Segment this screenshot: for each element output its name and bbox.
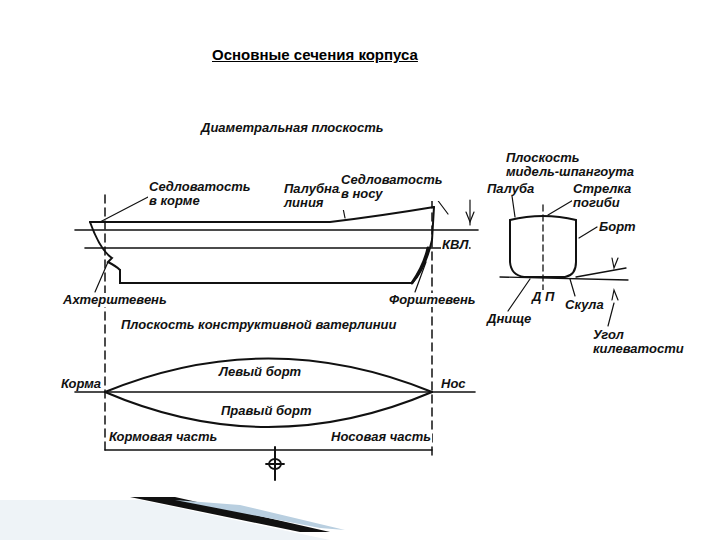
part-label: Ахтерштевень xyxy=(62,293,168,307)
part-label: Д П xyxy=(531,290,555,304)
part-label: Стрелка погиби xyxy=(572,182,649,210)
part-label: Палуба xyxy=(486,182,535,196)
part-label: Плоскость конструктивной ватерлинии xyxy=(120,318,397,332)
part-label: Кормовая часть xyxy=(108,430,218,444)
part-label: Носовая часть xyxy=(330,430,432,444)
slide-title: Основные сечения корпуса xyxy=(212,46,418,63)
part-label: КВЛ xyxy=(441,238,469,252)
part-label: Седловатость в корме xyxy=(148,180,250,208)
part-label: Угол килеватости xyxy=(592,328,674,356)
part-label: Нос xyxy=(440,377,467,391)
part-label: Левый борт xyxy=(218,365,302,379)
part-label: Форштевень xyxy=(388,293,477,307)
part-label: Диаметральная плоскость xyxy=(200,121,385,135)
part-label: Плоскость мидель-шпангоута xyxy=(505,151,637,179)
part-label: Правый борт xyxy=(220,404,313,418)
part-label: Днище xyxy=(486,312,532,326)
part-label: Седловатость в носу xyxy=(340,173,442,201)
part-label: Скула xyxy=(564,298,605,312)
part-label: Борт xyxy=(598,220,637,234)
part-label: Корма xyxy=(60,377,102,391)
